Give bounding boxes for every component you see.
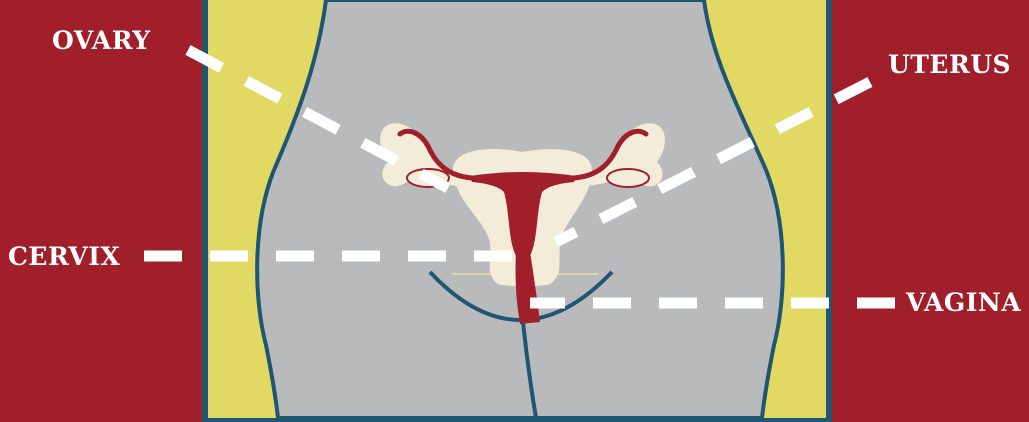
vagina-label: VAGINA (906, 288, 1021, 317)
right-ovary (607, 169, 649, 187)
ovary-label: OVARY (52, 26, 151, 55)
cervix-label: CERVIX (8, 242, 120, 271)
uterus-label: UTERUS (888, 50, 1011, 79)
